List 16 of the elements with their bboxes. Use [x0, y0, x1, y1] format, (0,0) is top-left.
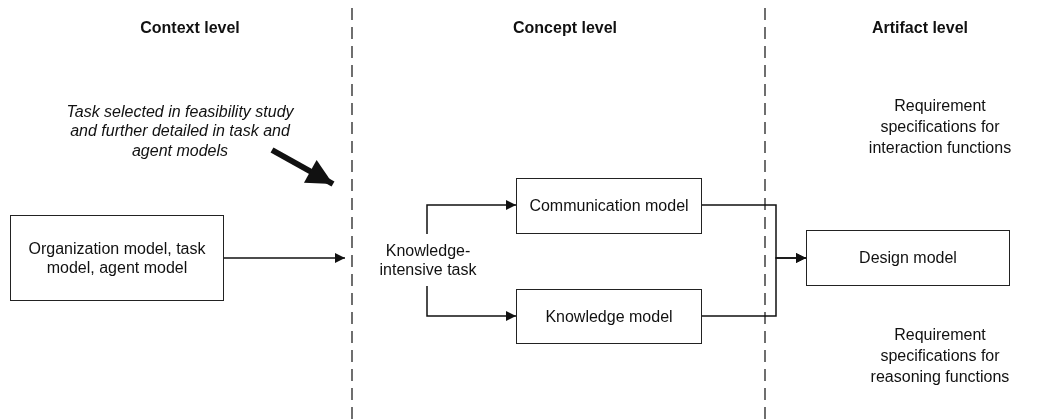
column-heading: Concept level [512, 18, 618, 38]
task-label: Knowledge-intensive task [378, 240, 478, 280]
artifact-note: Requirement specifications for interaction functions [867, 96, 1013, 158]
process-box: Knowledge model [516, 289, 702, 344]
arrow [701, 253, 807, 317]
process-box: Design model [806, 230, 1010, 286]
process-box: Organization model, task model, agent model [10, 215, 224, 301]
annotation-text: Task selected in feasibility study and further detailed in task and agent models [65, 102, 295, 160]
artifact-note: Requirement specifications for reasoning functions [869, 325, 1011, 387]
column-heading: Artifact level [870, 18, 969, 38]
arrow [426, 200, 517, 235]
thick-arrow [270, 147, 335, 187]
arrow [223, 253, 346, 263]
process-box: Communication model [516, 178, 702, 234]
arrow [426, 285, 517, 321]
column-heading: Context level [139, 18, 241, 38]
